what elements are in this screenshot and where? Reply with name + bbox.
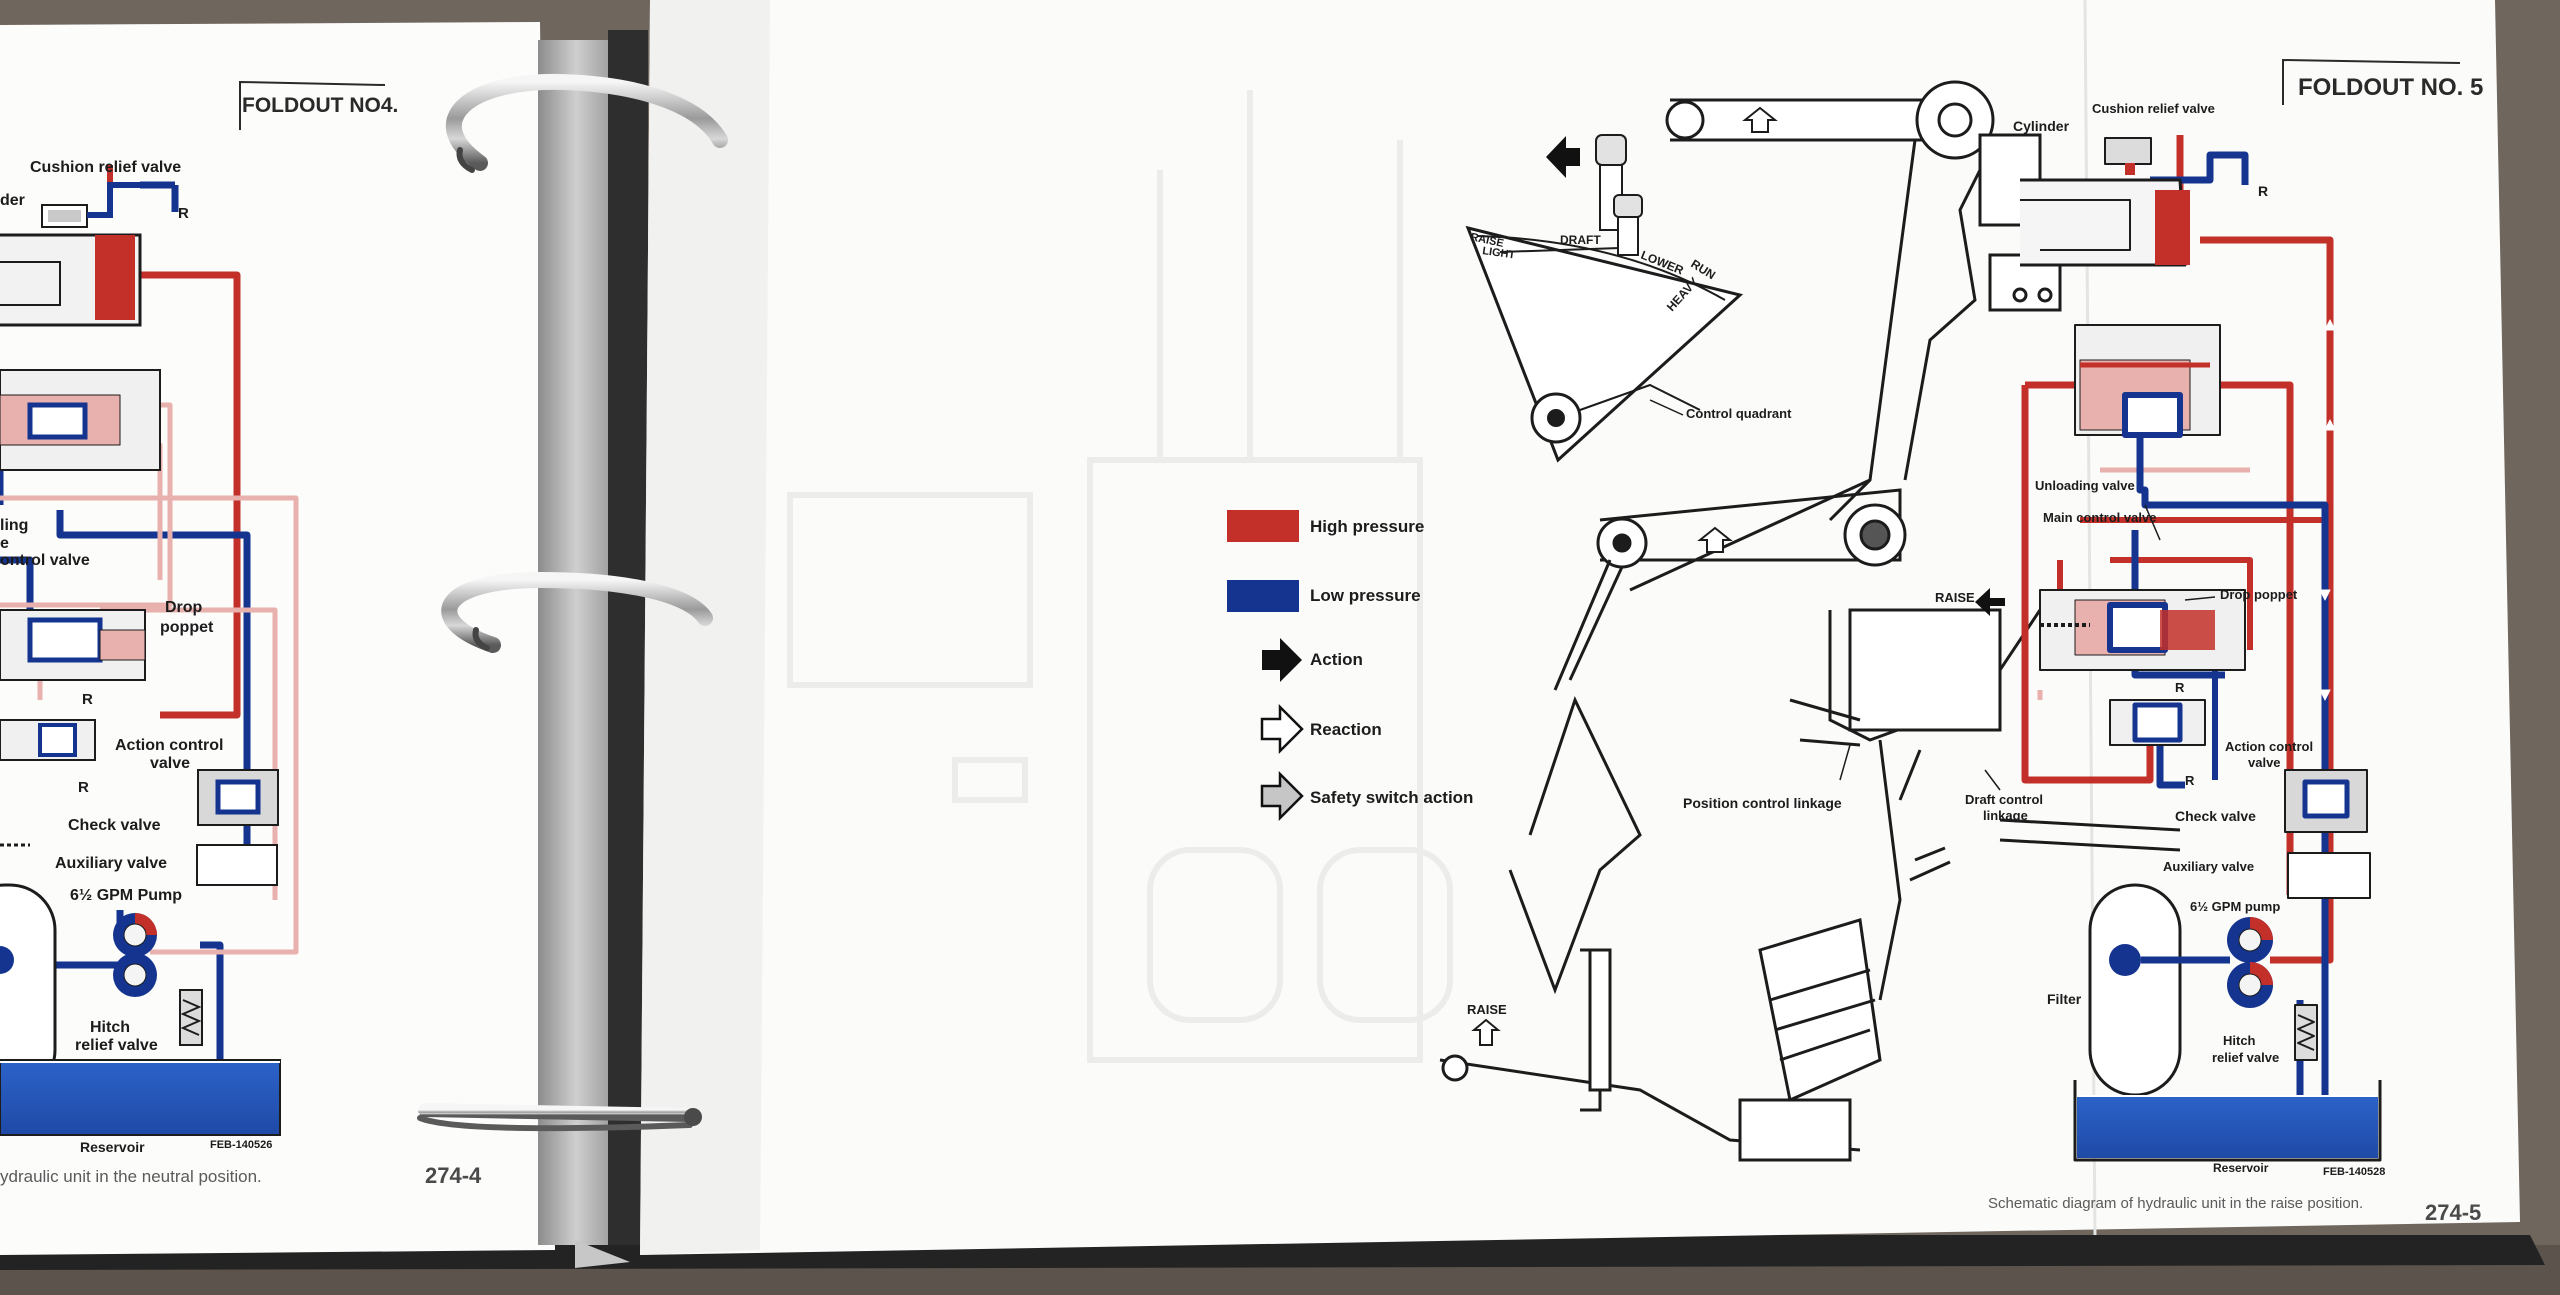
linkage-action-arrow-icon xyxy=(1975,588,2005,616)
left-label-check-valve: Check valve xyxy=(68,817,161,834)
left-page-number: 274-4 xyxy=(425,1163,482,1188)
right-label-action-control: Action control xyxy=(2225,739,2313,754)
legend-label-reaction: Reaction xyxy=(1310,720,1382,739)
ring-top xyxy=(445,73,728,171)
legend-reaction-arrow-icon xyxy=(1260,703,1304,755)
linkage-reaction-arrow-icon-1 xyxy=(1742,106,1778,133)
right-label-raise-bottom: RAISE xyxy=(1467,1002,1507,1017)
legend-label-safety-switch-action: Safety switch action xyxy=(1310,788,1473,807)
left-label-gpm-pump: 6½ GPM Pump xyxy=(70,887,182,904)
left-label-hitch: Hitch xyxy=(90,1019,130,1036)
right-caption: Schematic diagram of hydraulic unit in t… xyxy=(1988,1195,2363,1212)
quadrant-draft: DRAFT xyxy=(1560,233,1601,247)
quadrant-light: LIGHT xyxy=(1482,245,1517,262)
legend-label-action: Action xyxy=(1310,650,1363,669)
quadrant-action-arrow-icon xyxy=(1546,136,1580,178)
legend-swatch-low-pressure xyxy=(1227,580,1299,612)
right-label-relief-valve: relief valve xyxy=(2212,1050,2279,1065)
right-label-draft-linkage: linkage xyxy=(1983,808,2028,823)
left-label-poppet: poppet xyxy=(160,619,214,636)
left-schematic xyxy=(0,165,299,1136)
left-header-text: FOLDOUT NO4. xyxy=(242,94,398,117)
left-label-ling-fragment: ling xyxy=(0,517,28,534)
linkage-arrows xyxy=(1471,106,2005,1046)
legend-action-arrow-icon xyxy=(1262,638,1302,682)
right-labels: Cushion relief valve Cylinder R Unloadin… xyxy=(1467,101,2385,1178)
left-label-action-control: Action control xyxy=(115,737,223,754)
linkage-reaction-arrow-icon-2 xyxy=(1697,526,1733,553)
left-header: FOLDOUT NO4. xyxy=(239,80,398,130)
left-label-relief-valve: relief valve xyxy=(75,1037,158,1054)
right-label-check-valve: Check valve xyxy=(2175,808,2256,824)
left-label-r-low: R xyxy=(78,779,89,796)
legend-safety-arrow-icon xyxy=(1260,770,1304,822)
legend-swatch-high-pressure xyxy=(1227,510,1299,542)
left-label-part-number: FEB-140526 xyxy=(210,1139,272,1151)
right-label-hitch: Hitch xyxy=(2223,1033,2256,1048)
right-header-text: FOLDOUT NO. 5 xyxy=(2298,74,2483,101)
left-return-line xyxy=(56,181,251,860)
left-label-r-top: R xyxy=(178,205,189,222)
right-label-r-low: R xyxy=(2185,773,2195,788)
left-label-action-control-valve: valve xyxy=(150,755,190,772)
left-label-e-fragment: e xyxy=(0,535,9,552)
legend-label-high-pressure: High pressure xyxy=(1310,517,1424,536)
right-label-filter: Filter xyxy=(2047,991,2082,1007)
right-label-cushion-relief-valve: Cushion relief valve xyxy=(2092,101,2215,116)
right-label-unloading-valve: Unloading valve xyxy=(2035,478,2135,493)
ring-bottom xyxy=(418,1103,697,1122)
right-label-auxiliary-valve: Auxiliary valve xyxy=(2163,859,2254,874)
left-label-auxiliary-valve: Auxiliary valve xyxy=(55,855,167,872)
right-label-action-control-valve: valve xyxy=(2248,755,2281,770)
left-labels: Cushion relief valve der R ling e ontrol… xyxy=(0,159,272,1155)
right-high-pink xyxy=(2037,467,2250,700)
right-label-reservoir: Reservoir xyxy=(2213,1161,2269,1175)
right-label-cylinder: Cylinder xyxy=(2013,118,2070,134)
left-page-stack xyxy=(538,40,614,1245)
right-label-raise-mid: RAISE xyxy=(1935,590,1975,605)
binder-rings xyxy=(417,73,728,1268)
left-label-cylinder-fragment: der xyxy=(0,192,25,209)
right-label-draft-control: Draft control xyxy=(1965,792,2043,807)
left-label-drop: Drop xyxy=(165,599,203,616)
right-label-gpm-pump: 6½ GPM pump xyxy=(2190,899,2280,914)
right-label-r-top: R xyxy=(2258,183,2268,199)
control-quadrant: RAISE LIGHT DRAFT LOWER RUN HEAVY Contro… xyxy=(1465,134,1792,463)
right-label-main-control-valve: Main control valve xyxy=(2043,510,2156,525)
quadrant-control-label: Control quadrant xyxy=(1686,406,1792,421)
right-label-drop-poppet: Drop poppet xyxy=(2220,587,2298,602)
linkage xyxy=(1439,80,2181,1162)
raise-reaction-arrow-icon xyxy=(1471,1018,1501,1046)
left-label-r-mid: R xyxy=(82,691,93,708)
right-label-position-control-linkage: Position control linkage xyxy=(1683,795,1842,811)
left-label-cushion-relief-valve: Cushion relief valve xyxy=(30,159,181,176)
ring-middle xyxy=(441,571,713,653)
legend-label-low-pressure: Low pressure xyxy=(1310,586,1421,605)
right-page-number: 274-5 xyxy=(2425,1200,2481,1225)
left-label-control-valve-fragment: ontrol valve xyxy=(0,552,90,569)
binder-spine xyxy=(608,30,648,1245)
right-page-shade xyxy=(640,0,770,1255)
right-label-part-number: FEB-140528 xyxy=(2323,1166,2385,1178)
legend: High pressure Low pressure Action Reacti… xyxy=(1227,510,1473,822)
left-high-line xyxy=(130,271,241,719)
left-label-reservoir: Reservoir xyxy=(80,1139,145,1155)
left-caption: ydraulic unit in the neutral position. xyxy=(0,1167,262,1186)
right-schematic xyxy=(2020,135,2382,1162)
right-label-r-mid: R xyxy=(2175,680,2185,695)
right-header: FOLDOUT NO. 5 xyxy=(2282,58,2483,105)
ghost-bleed-through xyxy=(787,90,1453,1063)
right-high-line-outer xyxy=(2200,236,2334,964)
